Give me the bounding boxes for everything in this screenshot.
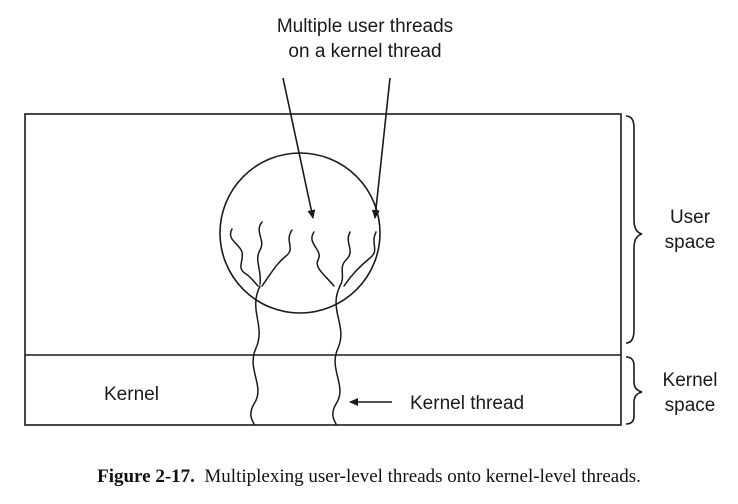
- annotation-arrow-right: [371, 77, 391, 219]
- annotation-arrow-left: [282, 77, 316, 219]
- kernel-label: Kernel: [104, 384, 159, 405]
- user-thread: [229, 228, 259, 287]
- user-space-label-line2: space: [665, 232, 716, 253]
- threads-diagram: Multiple user threads on a kernel thread…: [24, 16, 718, 426]
- figure-caption: Figure 2-17. Multiplexing user-level thr…: [0, 466, 738, 488]
- process-circle: [219, 152, 381, 314]
- user-space-brace: [625, 115, 643, 344]
- user-thread: [311, 231, 335, 287]
- kernel-space-label-line1: Kernel: [663, 370, 718, 391]
- annotation-line-2: on a kernel thread: [288, 41, 441, 62]
- user-space-label-line1: User: [670, 207, 711, 228]
- kernel-space-brace: [625, 356, 643, 425]
- kernel-thread-left: [250, 285, 261, 425]
- kernel-thread-label: Kernel thread: [410, 393, 524, 414]
- user-thread: [339, 231, 351, 287]
- user-thread: [343, 231, 377, 287]
- user-threads-left-group: [229, 221, 293, 287]
- kernel-space-label-line2: space: [665, 395, 716, 416]
- kernel-thread-right: [332, 285, 342, 425]
- figure-number: Figure 2-17.: [97, 466, 195, 487]
- figure-caption-text: Multiplexing user-level threads onto ker…: [204, 466, 641, 487]
- user-thread: [257, 221, 263, 285]
- user-thread: [261, 229, 293, 287]
- system-box: [24, 113, 622, 426]
- annotation-line-1: Multiple user threads: [277, 16, 453, 37]
- user-threads-right-group: [311, 231, 377, 287]
